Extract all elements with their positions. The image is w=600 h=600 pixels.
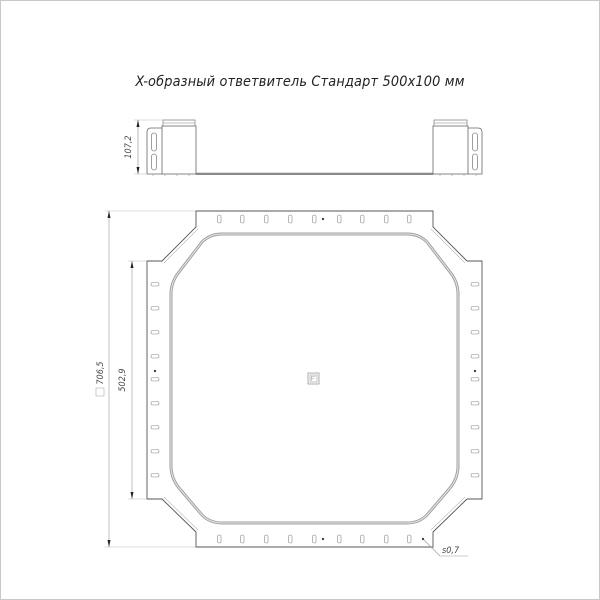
thickness-label: s0,7 [442,546,460,556]
right-edge-slots [470,282,480,478]
drawing-title: X-образный ответвитель Стандарт 500x100 … [135,74,465,90]
side-height-label: 107,2 [124,135,134,158]
manufacturer-logo-icon [307,372,320,385]
top-edge-slots [217,214,412,224]
side-view [146,119,483,176]
side-height-dimension: 107,2 [124,119,162,175]
left-edge-slots [150,282,160,478]
thickness-callout: s0,7 [423,539,468,557]
inner-contour [169,232,460,525]
top-view-outline [146,210,483,548]
bottom-edge-slots [217,534,425,544]
square-icon [95,387,105,397]
outer-height-label: 706,5 [96,361,106,384]
inner-height-label: 502,9 [118,368,128,391]
outer-height-dimension: 706,5 [95,210,196,548]
inner-height-dimension: 502,9 [118,260,147,500]
